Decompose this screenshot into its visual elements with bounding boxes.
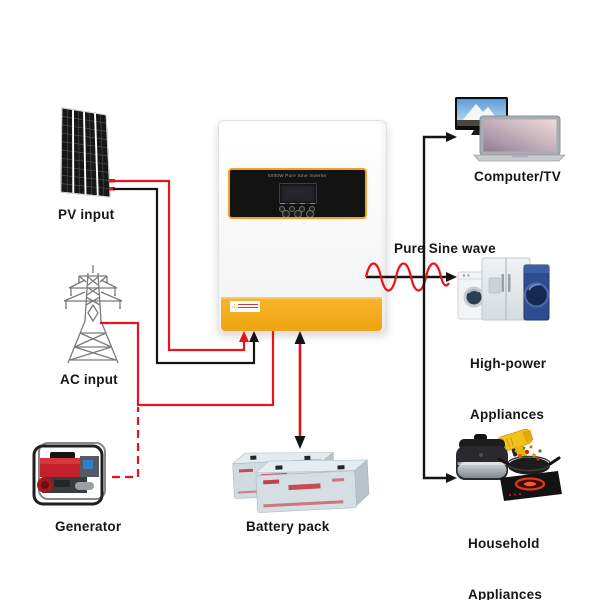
inverter-control-panel: 5000W Pure Sine Inverter [228, 168, 367, 219]
inverter-button [306, 210, 314, 217]
rice-cooker-icon [456, 434, 508, 480]
warning-triangle-icon: ⚠ [232, 303, 238, 310]
high-power-appliances-label: High-power Appliances [470, 321, 546, 457]
computer-tv-label: Computer/TV [474, 169, 561, 184]
inverter-button [294, 210, 302, 217]
battery-pack-icon [231, 451, 370, 513]
high-power-label-line2: Appliances [470, 407, 545, 422]
household-label-line2: Appliances [468, 587, 543, 600]
generator-label: Generator [55, 519, 122, 534]
ac-input-label: AC input [60, 372, 118, 387]
inverter-display-text: 5000W Pure Sine Inverter [268, 173, 327, 178]
inverter-button [282, 210, 290, 217]
wire-generator-dashed [112, 407, 140, 479]
wok-icon [497, 445, 561, 475]
computer-tv-icon [455, 97, 565, 162]
battery-arrow-up [294, 331, 306, 344]
wire-output-household [422, 277, 457, 483]
warning-label: ⚠ [230, 301, 260, 312]
induction-cooktop-icon [500, 471, 562, 501]
solar-panel-icon [60, 107, 111, 198]
inverter-device: 5000W Pure Sine Inverter ⚠ [218, 120, 387, 332]
generator-icon [32, 442, 106, 506]
battery-pack-label: Battery pack [246, 519, 330, 534]
household-appliances-label: Household Appliances [468, 501, 542, 600]
pv-input-label: PV input [58, 207, 115, 222]
high-power-label-line1: High-power [470, 356, 547, 371]
inverter-button [299, 206, 305, 212]
transmission-tower-icon [63, 265, 123, 364]
household-appliances-icon [456, 428, 562, 501]
household-label-line1: Household [468, 536, 540, 551]
inverter-lcd-screen [279, 183, 317, 204]
high-power-appliances-icon [457, 257, 550, 321]
inverter-button [289, 206, 295, 212]
inverter-yellow-band: ⚠ [221, 297, 382, 331]
